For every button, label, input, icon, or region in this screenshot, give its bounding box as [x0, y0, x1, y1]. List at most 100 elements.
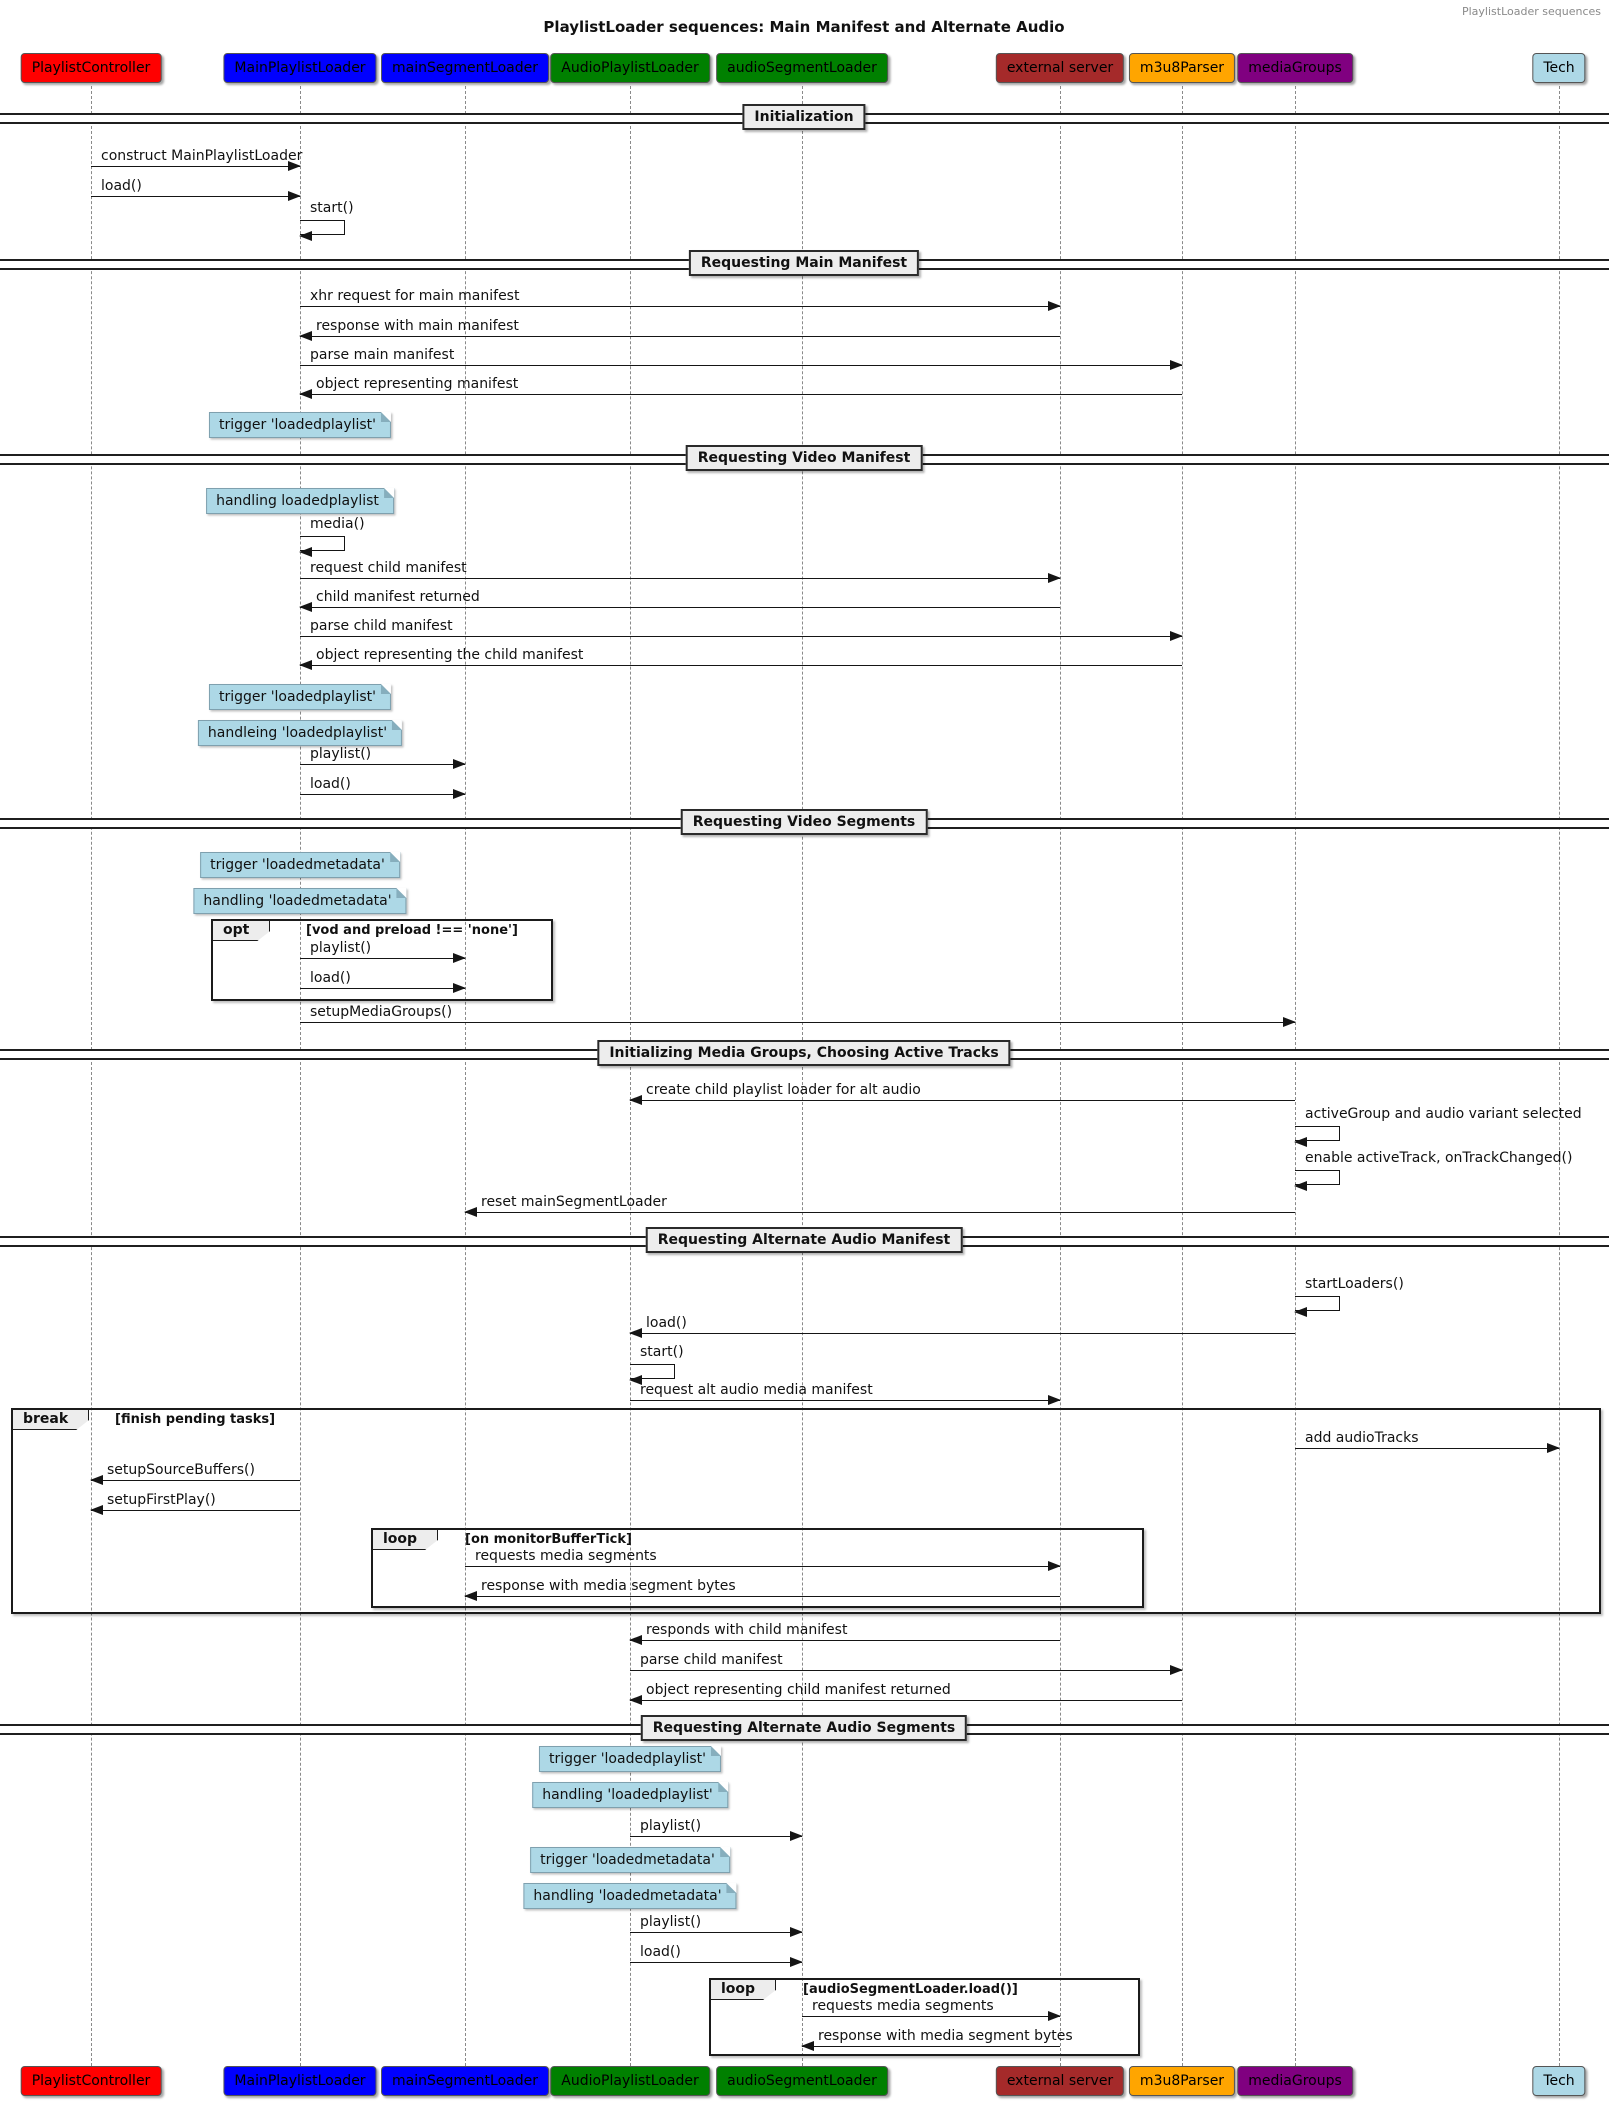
fragment-keyword: loop	[372, 1529, 438, 1550]
message-label: request alt audio media manifest	[640, 1382, 873, 1398]
divider-label: Initialization	[742, 104, 866, 130]
message-label: load()	[101, 178, 142, 194]
message-label: object representing the child manifest	[316, 647, 584, 663]
note-handling-loadedplaylist: handling 'loadedplaylist'	[532, 1782, 728, 1808]
message-label: requests media segments	[812, 1998, 994, 2014]
participant-playlistcontroller-bottom: PlaylistController	[20, 2066, 162, 2096]
message-label: setupFirstPlay()	[107, 1492, 216, 1508]
message-label: object representing manifest	[316, 376, 519, 392]
participant-audiosegmentloader-bottom: audioSegmentLoader	[716, 2066, 888, 2096]
message-label: xhr request for main manifest	[310, 288, 520, 304]
divider-label: Initializing Media Groups, Choosing Acti…	[597, 1040, 1011, 1066]
note-fold-icon	[726, 1883, 737, 1893]
message-label: parse child manifest	[310, 618, 453, 634]
message-label: child manifest returned	[316, 589, 480, 605]
lifeline-mediagroups	[1295, 86, 1296, 2066]
message-arrow: load()	[630, 1944, 803, 1967]
message-arrow: load()	[300, 776, 466, 799]
note-trigger-loadedmetadata: trigger 'loadedmetadata'	[200, 852, 400, 878]
note-text: trigger 'loadedmetadata'	[210, 857, 385, 873]
note-fold-icon	[381, 412, 392, 422]
message-arrow: playlist()	[630, 1818, 803, 1841]
self-arrow-icon	[1294, 1126, 1340, 1147]
participant-mainplaylistloader-top: MainPlaylistLoader	[223, 53, 377, 83]
note-fold-icon	[392, 720, 403, 730]
message-label: load()	[310, 776, 351, 792]
lifeline-tech	[1559, 86, 1560, 2066]
lifeline-audioplaylistloader	[630, 86, 631, 2066]
note-fold-icon	[396, 888, 407, 898]
message-label: response with media segment bytes	[818, 2028, 1073, 2044]
self-message-start-audio: start()	[629, 1344, 684, 1385]
message-arrow: object representing child manifest retur…	[629, 1682, 1182, 1705]
message-arrow: requests media segments	[802, 1998, 1061, 2021]
message-arrow: response with media segment bytes	[801, 2028, 1073, 2051]
lifeline-mainsegmentloader	[465, 86, 466, 2066]
message-arrow: responds with child manifest	[629, 1622, 1060, 1645]
note-trigger-loadedplaylist: trigger 'loadedplaylist'	[538, 1746, 722, 1772]
participant-tech-top: Tech	[1532, 53, 1586, 83]
lifeline-external-server	[1060, 86, 1061, 2066]
participant-playlistcontroller-top: PlaylistController	[20, 53, 162, 83]
message-label: playlist()	[310, 940, 372, 956]
participant-external-server-top: external server	[995, 53, 1125, 83]
note-text: trigger 'loadedplaylist'	[548, 1751, 707, 1767]
message-arrow: create child playlist loader for alt aud…	[629, 1082, 1295, 1105]
message-arrow: response with main manifest	[299, 318, 1060, 341]
note-text: trigger 'loadedplaylist'	[218, 417, 377, 433]
message-arrow: add audioTracks	[1295, 1430, 1560, 1453]
note-fold-icon	[719, 1847, 730, 1857]
message-label: requests media segments	[475, 1548, 657, 1564]
message-label: parse child manifest	[640, 1652, 783, 1668]
note-fold-icon	[717, 1782, 728, 1792]
note-text: trigger 'loadedmetadata'	[540, 1852, 715, 1868]
note-fold-icon	[711, 1746, 722, 1756]
message-label: add audioTracks	[1305, 1430, 1419, 1446]
message-label: reset mainSegmentLoader	[481, 1194, 667, 1210]
note-text: handling 'loadedmetadata'	[533, 1888, 722, 1904]
message-arrow: object representing the child manifest	[299, 647, 1182, 670]
message-arrow: playlist()	[300, 746, 466, 769]
note-handling-loadedmetadata: handling 'loadedmetadata'	[523, 1883, 737, 1909]
fragment-guard: [finish pending tasks]	[115, 1412, 276, 1427]
message-arrow: child manifest returned	[299, 589, 1060, 612]
message-label: enable activeTrack, onTrackChanged()	[1305, 1150, 1573, 1166]
message-arrow: parse child manifest	[300, 618, 1183, 641]
participant-audiosegmentloader-top: audioSegmentLoader	[716, 53, 888, 83]
note-trigger-loadedplaylist: trigger 'loadedplaylist'	[208, 412, 392, 438]
note-handling-loadedmetadata: handling 'loadedmetadata'	[193, 888, 407, 914]
fragment-keyword: opt	[212, 920, 270, 941]
message-label: response with media segment bytes	[481, 1578, 736, 1594]
message-arrow: setupSourceBuffers()	[90, 1462, 300, 1485]
note-handleing-loadedplaylist: handleing 'loadedplaylist'	[197, 720, 403, 746]
message-arrow: reset mainSegmentLoader	[464, 1194, 1295, 1217]
participant-external-server-bottom: external server	[995, 2066, 1125, 2096]
message-arrow: setupMediaGroups()	[300, 1004, 1296, 1027]
fragment-guard: [on monitorBufferTick]	[465, 1532, 632, 1547]
self-message-startloaders: startLoaders()	[1294, 1276, 1404, 1317]
message-arrow: playlist()	[300, 940, 466, 963]
note-fold-icon	[383, 488, 394, 498]
note-handling-loadedplaylist: handling loadedplaylist	[206, 488, 394, 514]
participant-audioplaylistloader-bottom: AudioPlaylistLoader	[550, 2066, 710, 2096]
message-label: parse main manifest	[310, 347, 455, 363]
message-arrow: parse child manifest	[630, 1652, 1183, 1675]
self-message-enable-activetrack: enable activeTrack, onTrackChanged()	[1294, 1150, 1573, 1191]
message-arrow: xhr request for main manifest	[300, 288, 1061, 311]
message-label: startLoaders()	[1305, 1276, 1404, 1292]
opt-fragment: opt [vod and preload !== 'none']	[211, 919, 553, 1001]
message-label: load()	[310, 970, 351, 986]
message-arrow: load()	[300, 970, 466, 993]
message-label: start()	[310, 200, 354, 216]
divider-label: Requesting Alternate Audio Segments	[640, 1715, 968, 1741]
message-arrow: object representing manifest	[299, 376, 1182, 399]
message-arrow: parse main manifest	[300, 347, 1183, 370]
note-text: handleing 'loadedplaylist'	[207, 725, 388, 741]
message-arrow: request alt audio media manifest	[630, 1382, 1061, 1405]
participant-tech-bottom: Tech	[1532, 2066, 1586, 2096]
lifeline-mainplaylistloader	[300, 86, 301, 2066]
lifeline-m3u8parser	[1182, 86, 1183, 2066]
participant-audioplaylistloader-top: AudioPlaylistLoader	[550, 53, 710, 83]
note-text: handling 'loadedmetadata'	[203, 893, 392, 909]
self-arrow-icon	[299, 536, 345, 557]
